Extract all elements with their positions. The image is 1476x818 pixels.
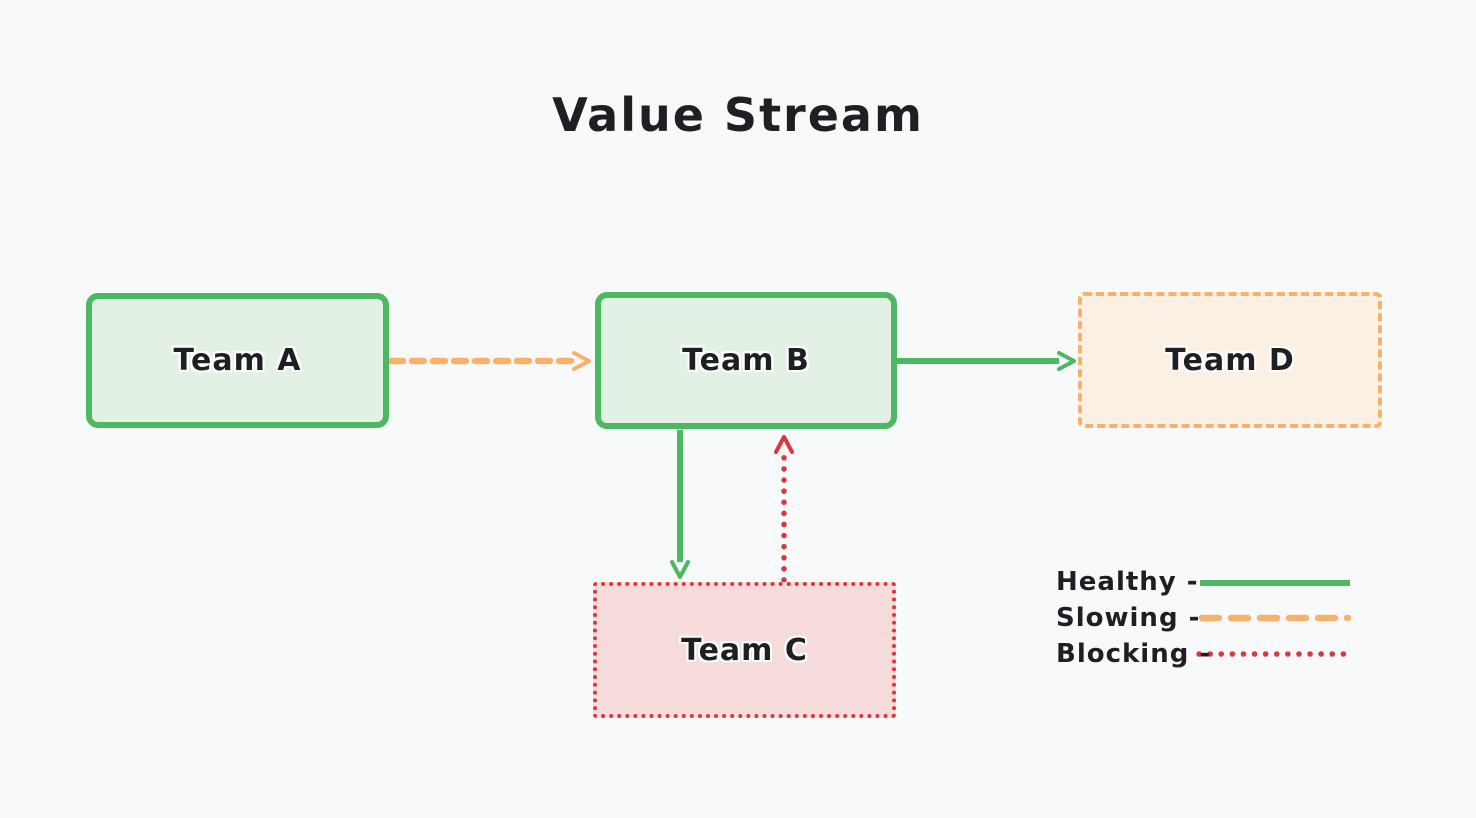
legend-label-slowing: Slowing - bbox=[1056, 603, 1201, 633]
node-team-d-label: Team D bbox=[1165, 342, 1295, 378]
node-team-c-label: Team C bbox=[681, 632, 808, 668]
node-team-a-label: Team A bbox=[173, 343, 302, 378]
legend-label-healthy: Healthy - bbox=[1056, 567, 1199, 597]
node-team-b[interactable]: Team B bbox=[595, 292, 897, 429]
node-team-b-label: Team B bbox=[682, 343, 810, 378]
node-team-a[interactable]: Team A bbox=[86, 293, 389, 428]
node-team-d[interactable]: Team D bbox=[1078, 292, 1382, 428]
legend-label-blocking: Blocking - bbox=[1056, 639, 1212, 669]
diagram-title: Value Stream bbox=[552, 88, 924, 142]
node-team-c[interactable]: Team C bbox=[593, 582, 896, 718]
